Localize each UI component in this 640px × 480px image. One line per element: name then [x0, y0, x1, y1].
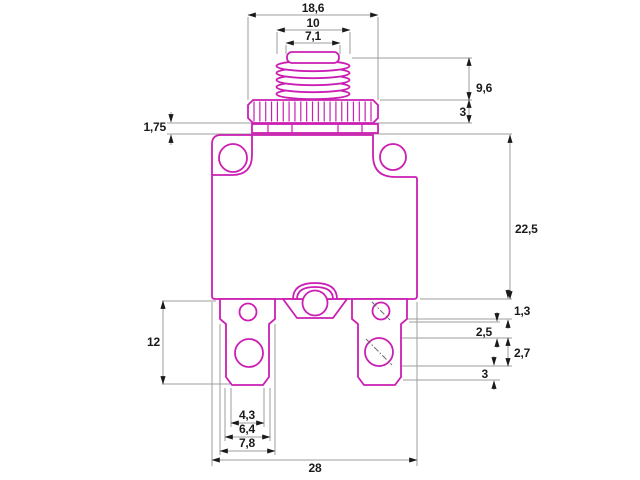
hole-axis-mark-small — [371, 301, 391, 321]
breaker-body — [211, 134, 418, 300]
boss-hole — [301, 289, 329, 317]
dimension-label-hole-spacing: 2,5 — [476, 325, 493, 339]
dimension-label-large-hole-diameter: 2,7 — [514, 346, 531, 360]
mounting-collar — [251, 123, 379, 134]
knurling — [253, 101, 372, 122]
corner-step-line — [212, 135, 253, 176]
terminal-left-large-hole — [234, 338, 264, 368]
dimension-label-thread-height: 9,6 — [476, 81, 493, 95]
dimension-label-nut-height: 3 — [460, 105, 467, 119]
thread-tip — [286, 51, 340, 64]
dimension-label-terminal-mid-width: 6,4 — [239, 422, 256, 436]
dimension-label-small-hole-offset: 1,3 — [514, 304, 531, 318]
thread-stud — [275, 59, 351, 101]
breaker-outline — [211, 51, 418, 386]
dimension-label-body-height: 22,5 — [515, 222, 538, 236]
terminal-left-small-hole — [238, 302, 258, 322]
dimension-label-thread-diameter: 10 — [307, 16, 320, 30]
dimension-label-terminal-tip-width: 4,3 — [239, 408, 256, 422]
rivet-hole-left — [218, 143, 248, 173]
dimension-label-terminal-shoulder-width: 7,8 — [239, 436, 256, 450]
boss-dome-inner — [296, 286, 334, 300]
rivet-hole-right — [379, 143, 407, 171]
dimension-label-thread-tip-width: 7,1 — [305, 29, 322, 43]
collar-segments — [267, 124, 363, 133]
dimension-label-hole-to-terminal-end: 3 — [482, 367, 489, 381]
dimension-label-body-overall-width: 28 — [309, 461, 322, 475]
dimension-label-terminal-length: 12 — [147, 335, 160, 349]
dimension-label-bezel-overall-width: 18,6 — [302, 1, 325, 15]
dimension-label-collar-height: 1,75 — [143, 120, 166, 134]
